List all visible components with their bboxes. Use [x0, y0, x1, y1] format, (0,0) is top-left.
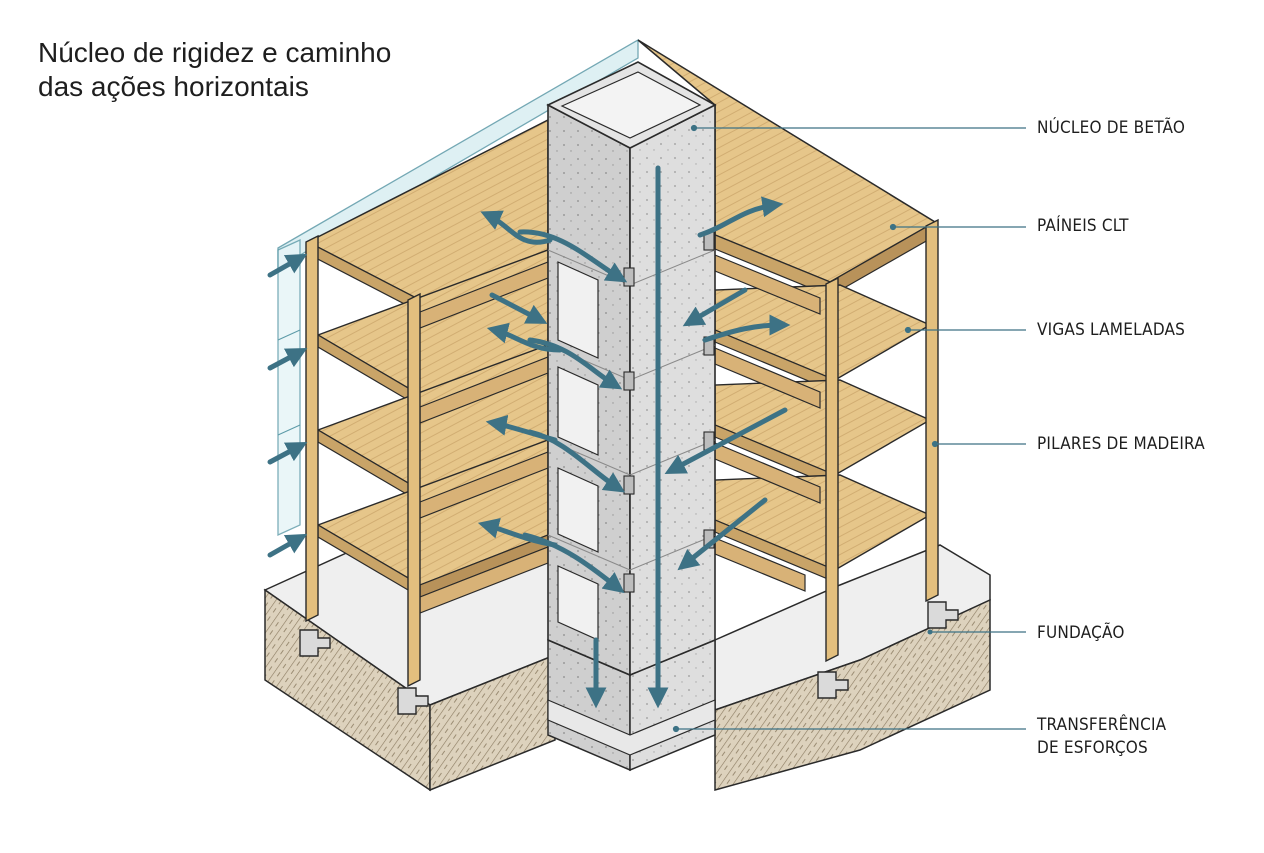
label-beams: VIGAS LAMELADAS	[1037, 320, 1186, 340]
title-line-2: das ações horizontais	[38, 71, 309, 102]
label-core: NÚCLEO DE BETÃO	[1037, 118, 1186, 138]
label-transfer-line-1: TRANSFERÊNCIA	[1037, 715, 1167, 735]
right-wing	[637, 39, 939, 663]
load-arrows	[267, 165, 791, 709]
concrete-core	[546, 61, 717, 677]
leader-lines	[672, 124, 1026, 733]
label-foundation: FUNDAÇÃO	[1037, 623, 1125, 643]
label-transfer-line-2: DE ESFORÇOS	[1037, 738, 1148, 758]
label-transfer: TRANSFERÊNCIA DE ESFORÇOS	[1037, 714, 1166, 760]
label-clt: PAÍNEIS CLT	[1037, 216, 1129, 236]
title-line-1: Núcleo de rigidez e caminho	[38, 37, 392, 68]
label-columns: PILARES DE MADEIRA	[1037, 434, 1205, 454]
left-wing	[305, 118, 549, 688]
diagram-title: Núcleo de rigidez e caminho das ações ho…	[38, 36, 391, 104]
